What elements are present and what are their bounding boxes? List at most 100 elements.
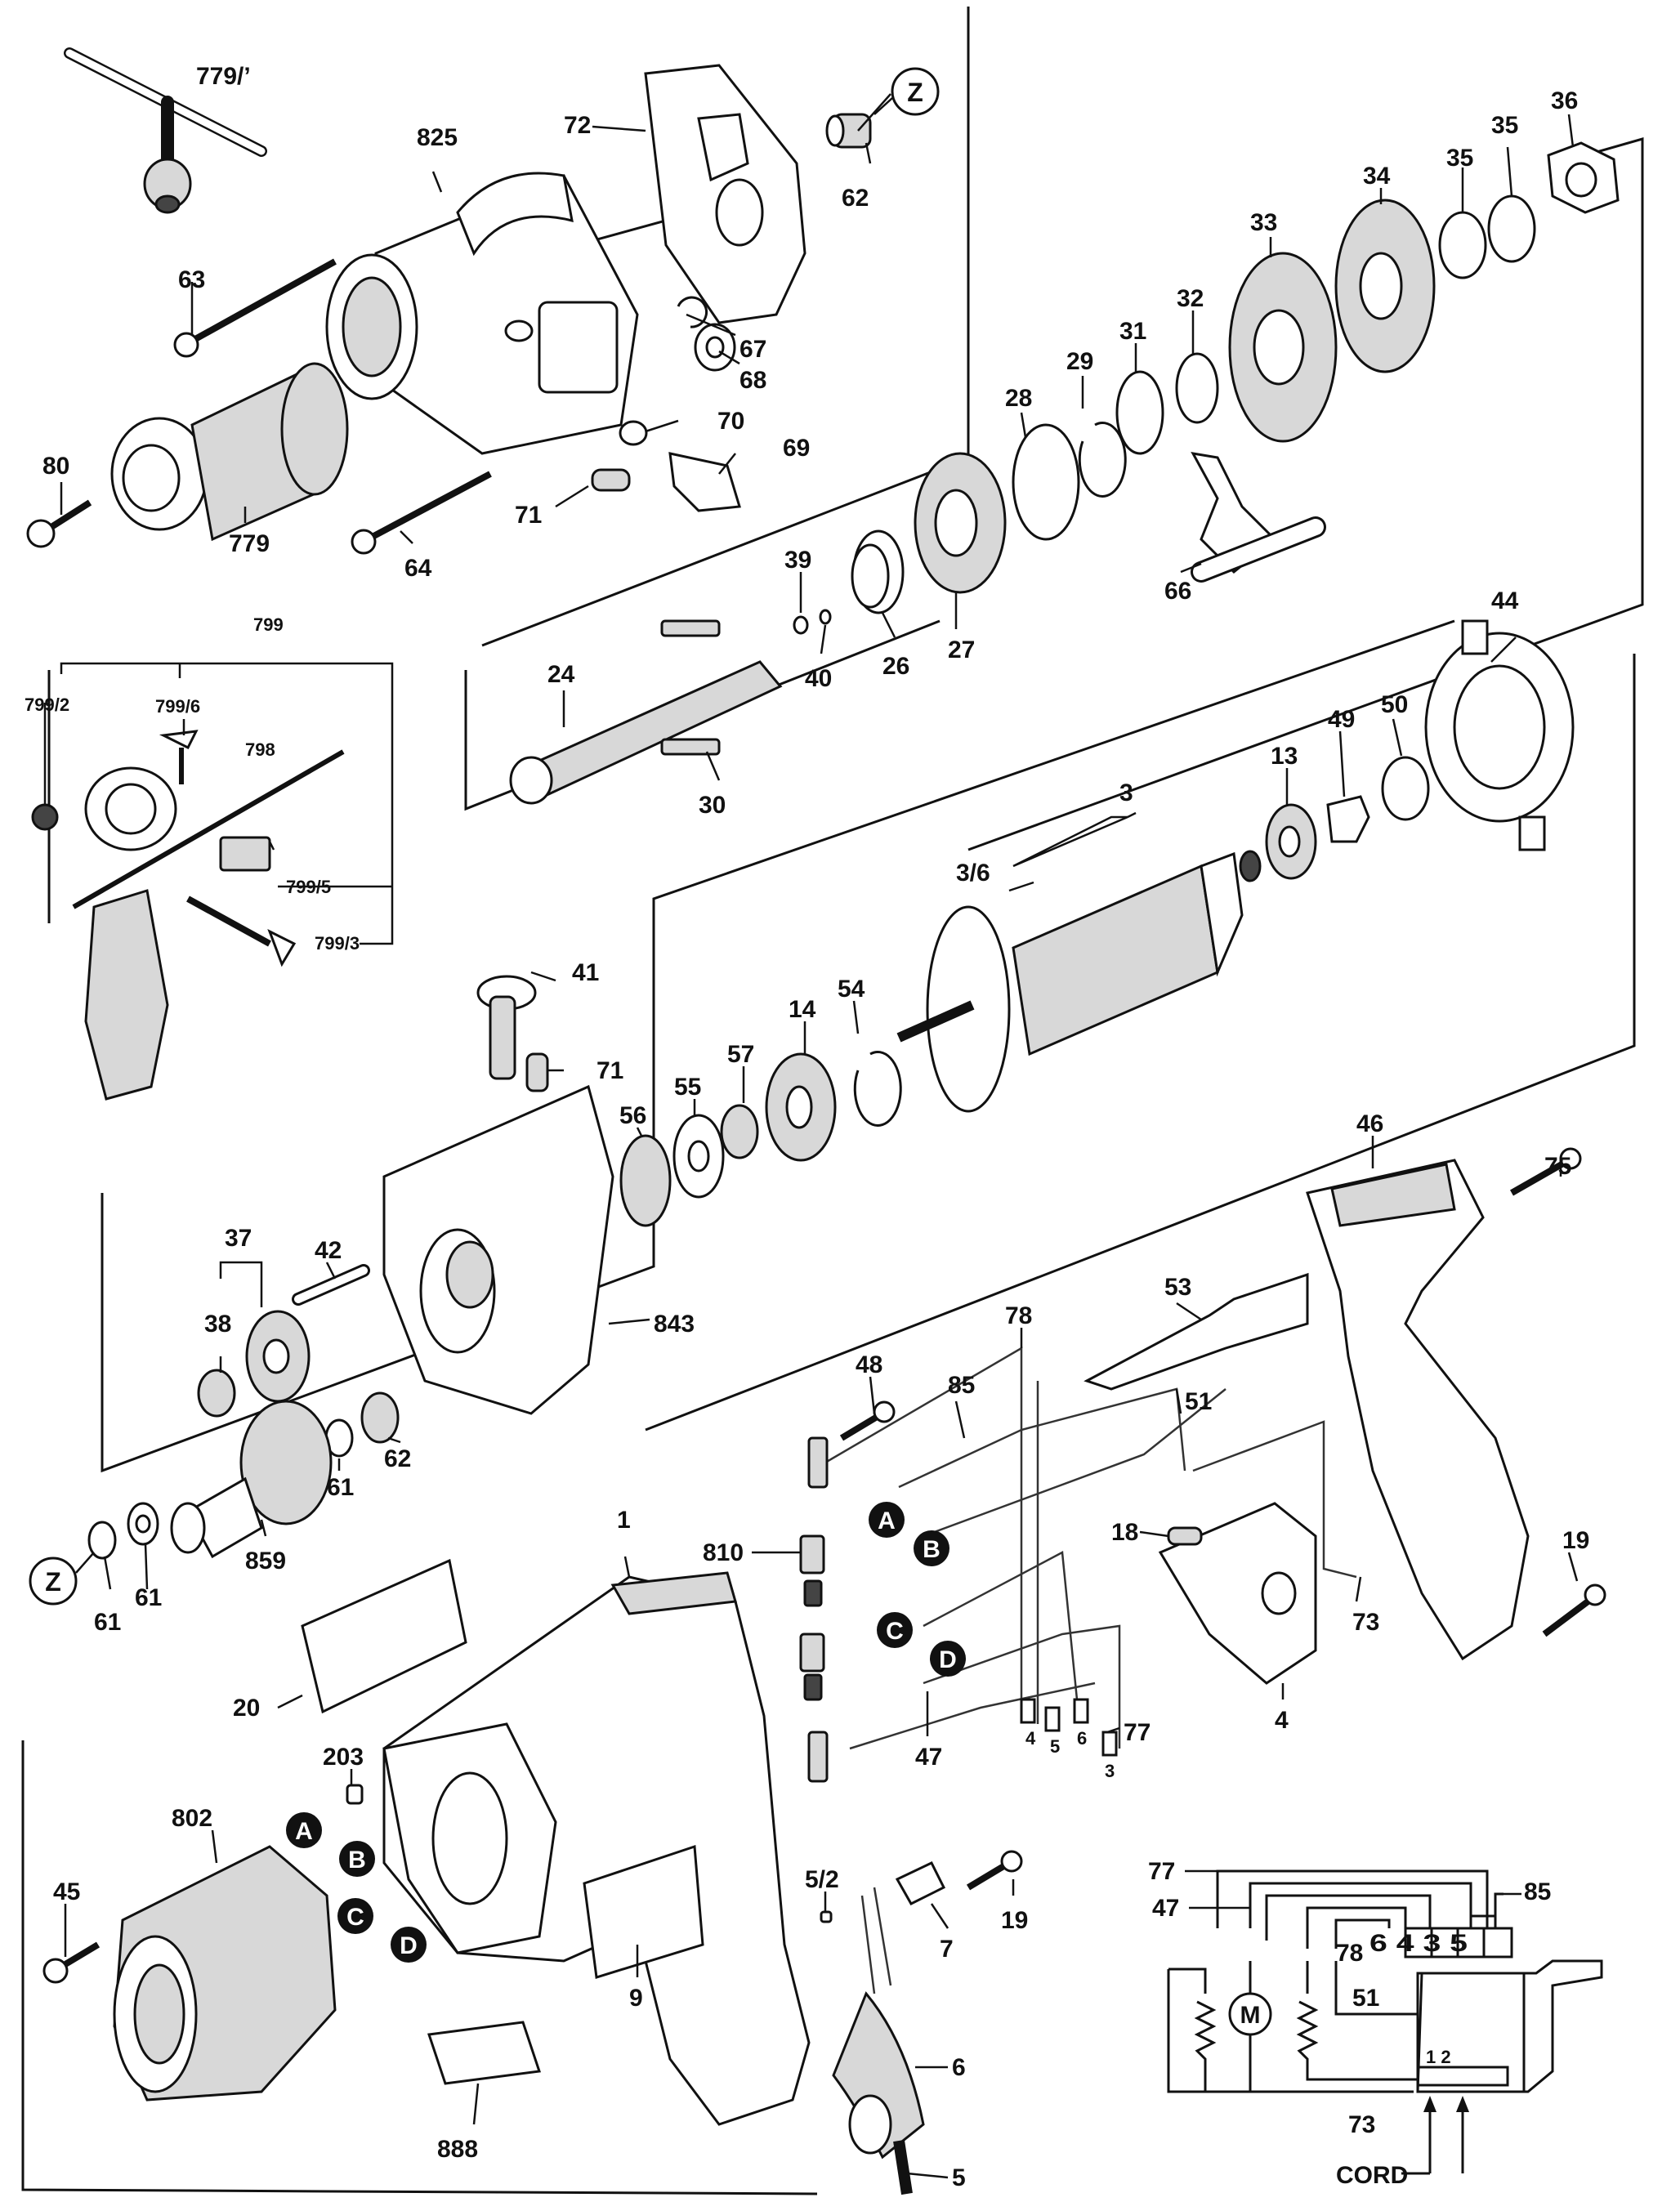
wiring-harness <box>807 1346 1357 1783</box>
side-handle <box>31 730 345 1101</box>
label-9: 9 <box>629 1985 643 2012</box>
label-56: 56 <box>619 1102 646 1129</box>
lever-group-top <box>591 420 741 512</box>
armature <box>896 850 1262 1113</box>
label-85: 85 <box>948 1372 975 1399</box>
label-37: 37 <box>225 1225 252 1252</box>
schematic-label-85: 85 <box>1524 1878 1551 1905</box>
label-46: 46 <box>1356 1110 1383 1137</box>
marker-z-bottom: Z <box>45 1567 61 1597</box>
switch-positions: 1 2 <box>1426 2047 1451 2067</box>
label-18: 18 <box>1111 1519 1138 1546</box>
label-5-2: 5/2 <box>805 1866 839 1893</box>
label-799-6: 799/6 <box>155 696 200 717</box>
wiring-schematic: 6 4 3 5 1 2 M 77 85 47 78 51 73 <box>1148 1858 1603 2189</box>
label-24: 24 <box>547 661 575 688</box>
part-labels: 779/’ 825 72 62 63 67 68 70 69 80 779 71… <box>25 63 1589 2191</box>
marker-z-top: Z <box>907 78 923 107</box>
wire-label-6: 6 <box>1077 1728 1087 1749</box>
label-42: 42 <box>315 1237 342 1264</box>
label-799-5: 799/5 <box>286 877 331 897</box>
label-57: 57 <box>727 1041 754 1068</box>
label-44: 44 <box>1491 587 1519 614</box>
label-54: 54 <box>838 976 865 1003</box>
label-plate-20 <box>301 1558 467 1714</box>
label-61-left: 61 <box>94 1609 121 1636</box>
label-61-right: 61 <box>135 1584 162 1611</box>
label-67: 67 <box>739 336 766 363</box>
label-19-bottom: 19 <box>1001 1907 1028 1934</box>
label-810: 810 <box>703 1539 744 1566</box>
label-36: 36 <box>1551 87 1578 114</box>
label-30: 30 <box>699 792 726 819</box>
schematic-label-51: 51 <box>1352 1985 1379 2012</box>
label-62-mid: 62 <box>384 1445 411 1472</box>
motor-symbol: M <box>1240 2002 1261 2029</box>
badge-d-field: D <box>400 1932 418 1959</box>
label-70: 70 <box>717 408 744 435</box>
label-28: 28 <box>1005 385 1032 412</box>
label-47: 47 <box>915 1744 942 1771</box>
label-40: 40 <box>805 665 832 692</box>
gasket-plate <box>644 64 806 324</box>
label-78: 78 <box>1005 1302 1032 1329</box>
washers-61-bottom <box>87 1502 159 1560</box>
label-38: 38 <box>204 1311 231 1338</box>
label-80: 80 <box>42 453 69 480</box>
label-19-right: 19 <box>1562 1527 1589 1554</box>
label-53: 53 <box>1164 1274 1191 1301</box>
schematic-label-73: 73 <box>1348 2111 1375 2138</box>
label-plate-888 <box>427 2021 541 2085</box>
spring-18 <box>1167 1526 1203 1546</box>
pinion-859 <box>170 1400 333 1559</box>
gear-housing <box>325 172 639 455</box>
bearing-stack-middle <box>619 1050 902 1227</box>
label-799-2: 799/2 <box>25 695 69 715</box>
schematic-label-77: 77 <box>1148 1858 1175 1885</box>
label-50: 50 <box>1381 691 1408 718</box>
label-3-6: 3/6 <box>956 860 990 887</box>
label-799-3: 799/3 <box>315 933 360 954</box>
label-843: 843 <box>654 1311 695 1338</box>
badge-b-wire: B <box>923 1536 941 1563</box>
field-coil <box>113 1845 337 2102</box>
drill-chuck <box>110 362 349 542</box>
rear-handle-46 <box>1306 1159 1530 1661</box>
badge-c-wire: C <box>886 1618 904 1645</box>
label-14: 14 <box>789 996 816 1023</box>
label-68: 68 <box>739 367 766 394</box>
brush-plate-44 <box>1424 619 1575 851</box>
connection-badges: A B C D A B C D <box>286 1502 966 1963</box>
label-859: 859 <box>245 1548 286 1574</box>
screw-48 <box>839 1400 896 1441</box>
label-802: 802 <box>172 1805 212 1832</box>
intermediate-flange-843 <box>382 1084 614 1415</box>
label-13: 13 <box>1271 743 1298 770</box>
label-7: 7 <box>940 1936 954 1963</box>
label-35b: 35 <box>1446 145 1473 172</box>
motor-housing <box>382 1571 811 2126</box>
badge-b-field: B <box>348 1847 366 1874</box>
label-20: 20 <box>233 1695 260 1722</box>
label-66: 66 <box>1164 578 1191 605</box>
label-plate-9 <box>583 1844 704 1979</box>
bearing-13-washers <box>1265 756 1430 880</box>
label-33: 33 <box>1250 209 1277 236</box>
leader-lines <box>43 93 1579 2179</box>
label-779: 779 <box>229 530 270 557</box>
label-48: 48 <box>856 1351 882 1378</box>
label-69: 69 <box>783 435 810 462</box>
label-35a: 35 <box>1491 112 1518 139</box>
label-62-top: 62 <box>842 185 869 212</box>
label-4: 4 <box>1275 1707 1289 1734</box>
label-5: 5 <box>952 2164 966 2191</box>
label-72: 72 <box>564 112 591 139</box>
label-799: 799 <box>253 614 284 635</box>
connector-markers: Z Z <box>29 67 940 1606</box>
label-77: 77 <box>1124 1719 1151 1746</box>
gearbox-shaft-group <box>509 141 1620 805</box>
label-31: 31 <box>1119 318 1146 345</box>
schematic-label-78: 78 <box>1336 1940 1363 1967</box>
wire-label-3: 3 <box>1105 1761 1115 1781</box>
label-75: 75 <box>1544 1153 1571 1180</box>
